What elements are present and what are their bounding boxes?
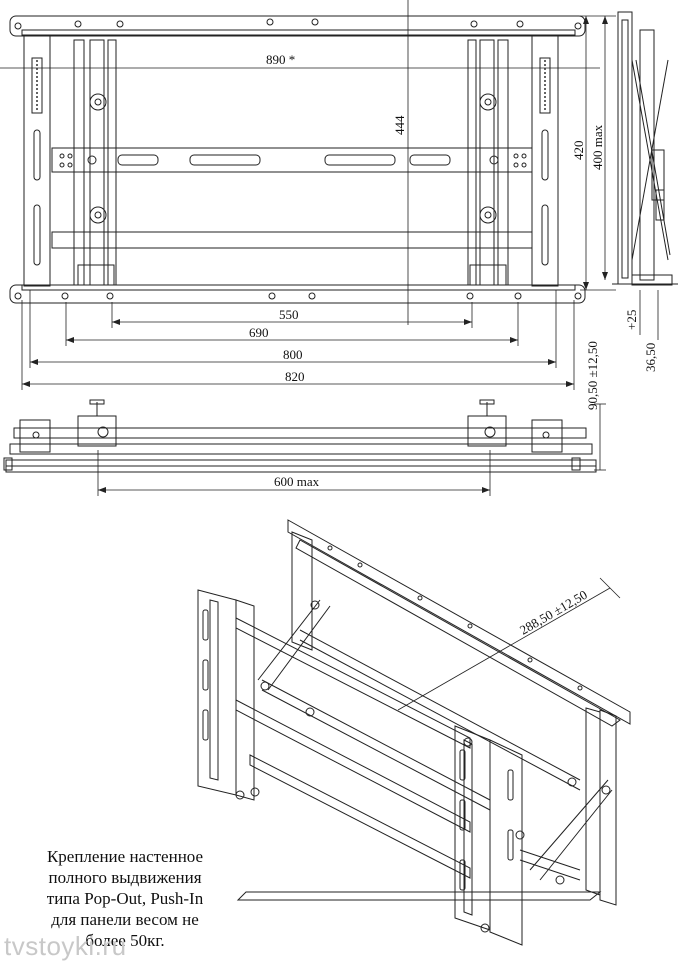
front-view-dimensions <box>0 0 600 390</box>
dim-span-max: 600 max <box>274 474 320 489</box>
caption-line-3: типа Pop-Out, Push-In <box>46 889 204 908</box>
dim-width-820: 820 <box>285 369 305 384</box>
dim-holes-690: 690 <box>249 325 269 340</box>
dim-height-max: 400 max <box>590 124 605 170</box>
caption: Крепление настенное полного выдвижения т… <box>12 846 238 951</box>
bottom-view-dimensions <box>97 403 606 496</box>
isometric-view <box>197 519 631 946</box>
dim-depth: 90,50 ±12,50 <box>585 341 600 410</box>
caption-line-1: Крепление настенное <box>46 847 204 866</box>
dim-height-420: 420 <box>571 141 586 161</box>
dim-width-800: 800 <box>283 347 303 362</box>
dimension-arrows <box>22 16 608 493</box>
dim-width-top: 890 * <box>266 52 295 67</box>
dim-holes-550: 550 <box>279 307 299 322</box>
front-view <box>9 15 586 304</box>
dim-offset-plus: +25 <box>624 310 639 330</box>
bottom-view <box>3 399 597 473</box>
side-view <box>612 11 678 286</box>
isometric-dimension <box>397 577 621 711</box>
caption-line-2: полного выдвижения <box>48 868 202 887</box>
caption-line-5: более 50кг. <box>85 931 165 950</box>
dim-extension: 288,50 ±12,50 <box>517 587 590 638</box>
watermark: tvstoyki.ru <box>4 931 127 961</box>
dim-height-center: 444 <box>392 115 407 135</box>
dim-offset-base: 36,50 <box>643 343 658 372</box>
caption-line-4: для панели весом не <box>51 910 199 929</box>
